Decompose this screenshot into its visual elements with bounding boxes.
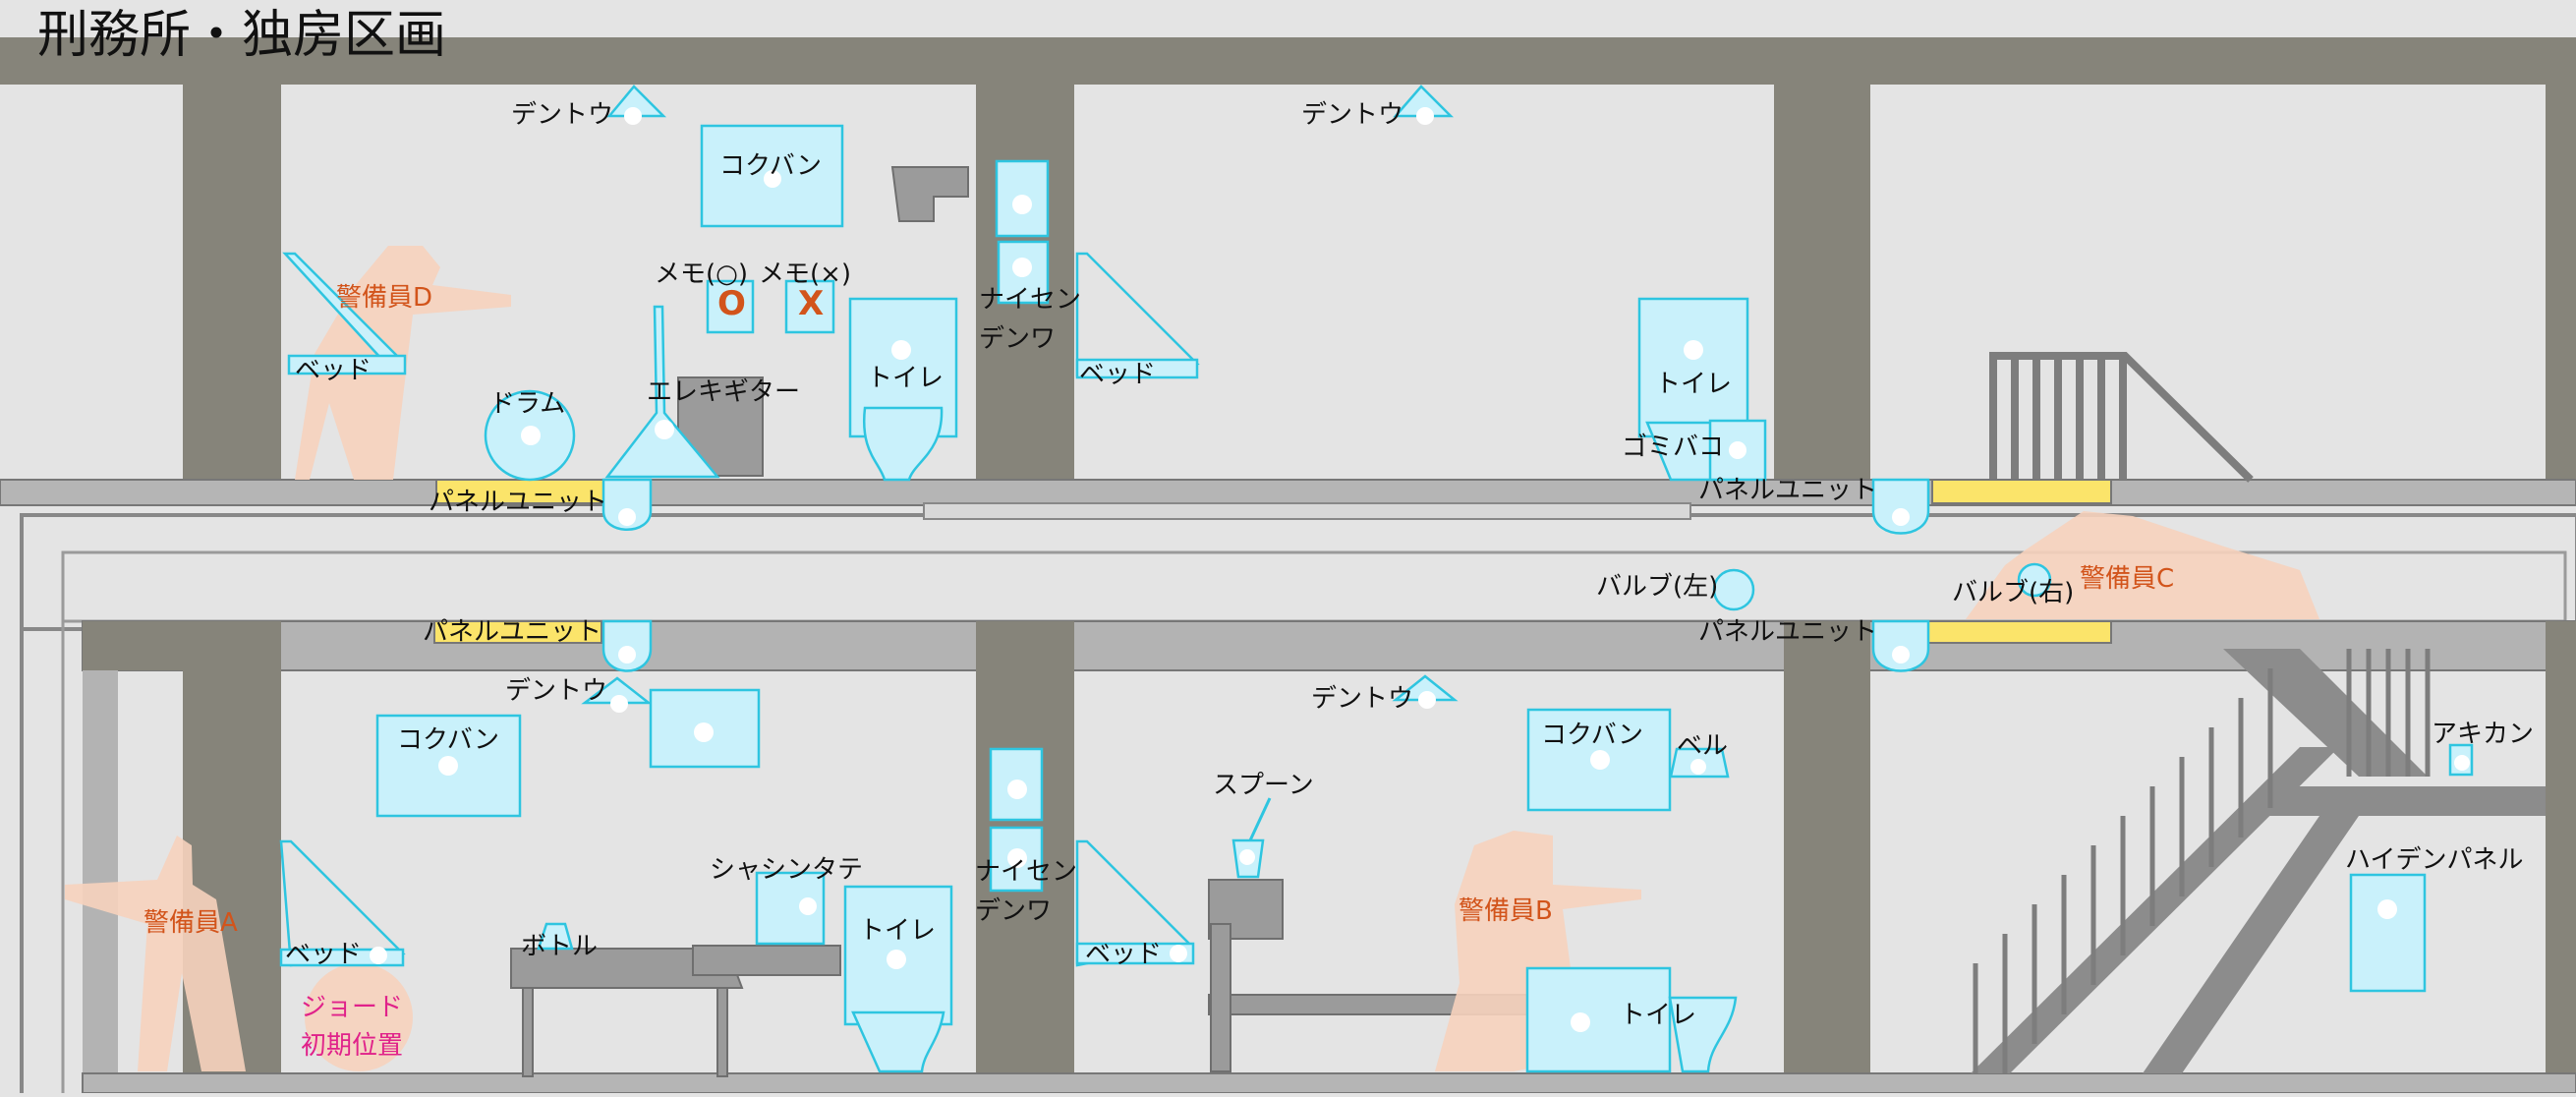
page-title: 刑務所・独房区画 — [37, 6, 447, 65]
start-position: 初期位置 — [301, 1031, 404, 1061]
memo-x-icon — [784, 279, 835, 334]
pillar — [1784, 621, 1870, 1093]
player-start-marker — [305, 963, 413, 1071]
toilet-tank-icon — [1525, 966, 1672, 1073]
photo-stand-label[interactable]: シャシンタテ — [710, 855, 864, 885]
pillar — [1774, 85, 1870, 480]
phone-label-line2[interactable]: デンワ — [979, 324, 1057, 354]
bulb-left-label[interactable]: バルブ(左) — [1596, 572, 1719, 602]
blackboard-label[interactable]: コクバン — [719, 151, 823, 181]
bottom-floor — [82, 1072, 2576, 1094]
bulb-right-label[interactable]: バルブ(右) — [1952, 578, 2075, 607]
panel-unit-icon — [1871, 478, 1930, 535]
blackboard-label[interactable]: コクバン — [1541, 721, 1644, 750]
panel-unit-label[interactable]: パネルユニット — [423, 617, 602, 647]
bottle-icon — [537, 922, 574, 951]
memo-o-label[interactable]: メモ(○) — [655, 260, 748, 289]
bed-label[interactable]: ベッド — [285, 940, 363, 969]
floor-slab — [0, 479, 2576, 506]
toilet-bowl-icon — [1668, 996, 1738, 1073]
pillar — [2546, 85, 2576, 480]
trash-can-label[interactable]: ゴミバコ — [1622, 433, 1725, 462]
object-dots — [370, 107, 2470, 1032]
ceiling-wall — [0, 37, 2576, 85]
toilet-tank-icon — [1637, 297, 1749, 438]
yellow-panels — [433, 479, 2112, 644]
guard-a-label: 警備員A — [143, 908, 238, 938]
furniture — [510, 166, 1534, 1077]
lamp-label[interactable]: デントウ — [511, 100, 614, 130]
memo-o-icon — [706, 279, 755, 334]
pillar — [183, 85, 281, 480]
bed-label[interactable]: ベッド — [1079, 360, 1157, 389]
lamp-label[interactable]: デントウ — [1311, 684, 1414, 714]
bulb-left-icon — [1712, 568, 1755, 611]
lamp-label[interactable]: デントウ — [1301, 100, 1404, 130]
hidden-panel-icon — [2349, 873, 2427, 993]
blackboard-label[interactable]: コクバン — [397, 725, 500, 755]
bed-lower-mid-base-icon — [1075, 942, 1195, 965]
bed-label[interactable]: ベッド — [1085, 940, 1163, 969]
panel-unit-label[interactable]: パネルユニット — [1698, 476, 1878, 505]
toilet-label[interactable]: トイレ — [1620, 1001, 1697, 1030]
guard-a-silhouette — [65, 836, 246, 1071]
lamp-label[interactable]: デントウ — [505, 676, 608, 706]
toilet-label[interactable]: トイレ — [867, 364, 945, 393]
phone-label-line1[interactable]: ナイセン — [975, 857, 1078, 887]
table-left — [510, 948, 744, 989]
guard-c-silhouette — [1966, 511, 2319, 619]
toilet-label[interactable]: トイレ — [859, 916, 937, 946]
bulb-right-icon — [2017, 562, 2052, 598]
memo-o-mark: O — [717, 284, 746, 323]
spoon-label[interactable]: スプーン — [1213, 771, 1314, 800]
staircase-upper — [1989, 352, 2254, 483]
panel-unit-label[interactable]: パネルユニット — [1698, 617, 1878, 647]
phone-label-line1[interactable]: ナイセン — [979, 285, 1082, 315]
sink-upper — [890, 166, 969, 222]
guitar-icon — [604, 305, 720, 479]
toilet-label[interactable]: トイレ — [1655, 370, 1733, 399]
guard-d-label: 警備員D — [336, 283, 433, 313]
can-label[interactable]: アキカン — [2432, 720, 2535, 749]
toilet-bowl-icon — [862, 406, 944, 482]
player-name: ジョード — [301, 993, 404, 1022]
player-start-label: ジョード 初期位置 — [301, 989, 403, 1066]
guitar-label[interactable]: エレキギター — [647, 377, 801, 407]
table-right — [692, 945, 841, 976]
guard-b-label: 警備員B — [1459, 896, 1553, 926]
pillar — [2546, 621, 2576, 1093]
panel-unit-icon — [601, 478, 653, 531]
guard-c-label: 警備員C — [2080, 564, 2175, 594]
panel-unit-label[interactable]: パネルユニット — [429, 488, 608, 517]
staircase-lower — [1971, 649, 2546, 1073]
bed-left-base-icon — [287, 354, 407, 375]
memo-x-label[interactable]: メモ(×) — [759, 260, 852, 289]
bell-label[interactable]: ベル — [1677, 731, 1729, 761]
memo-x-mark: X — [798, 284, 825, 323]
bed-label[interactable]: ベッド — [295, 356, 372, 385]
toilet-bowl-icon — [851, 1010, 945, 1073]
drum-label[interactable]: ドラム — [489, 389, 566, 419]
bed-mid-base-icon — [1075, 358, 1199, 379]
hidden-panel-label[interactable]: ハイデンパネル — [2345, 845, 2524, 875]
bottle-label[interactable]: ボトル — [521, 932, 599, 961]
phone-label-line2[interactable]: デンワ — [975, 896, 1053, 926]
guard-b-silhouette — [1435, 831, 1641, 1071]
